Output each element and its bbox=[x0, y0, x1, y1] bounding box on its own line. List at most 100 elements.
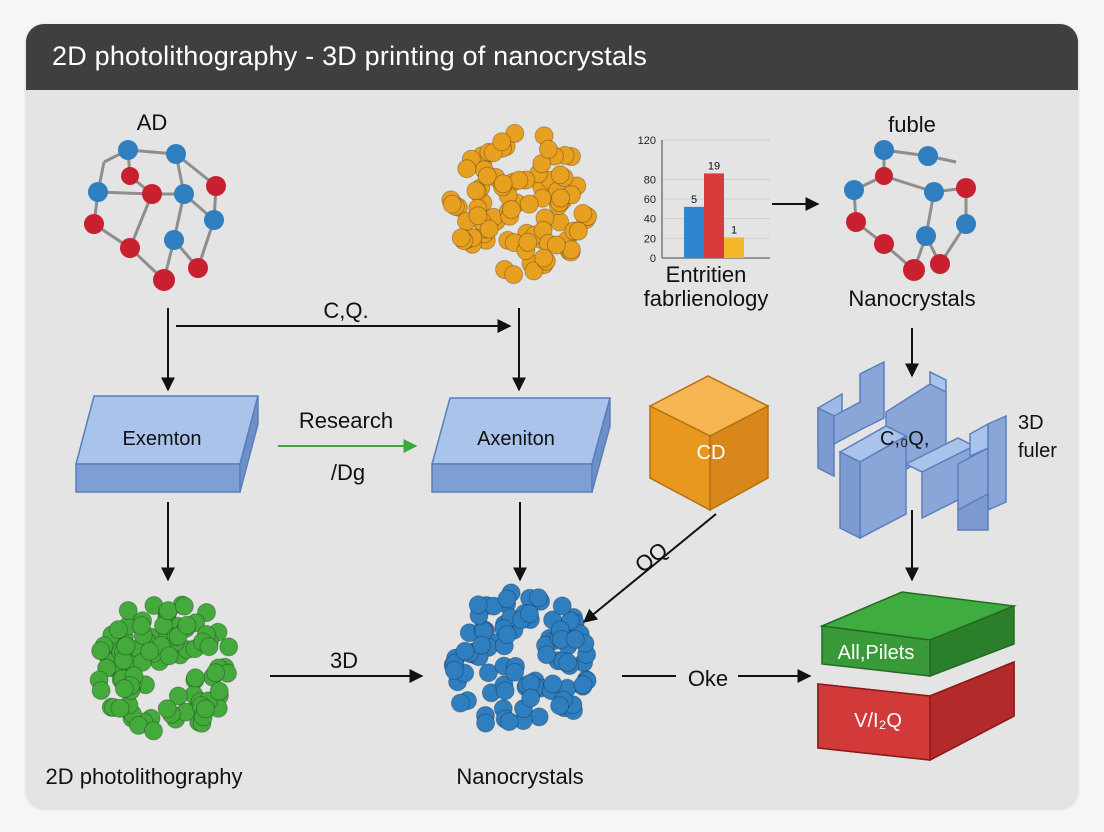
nanoparticle bbox=[492, 132, 512, 152]
chart-tick-label: 40 bbox=[644, 214, 656, 226]
title-bar: 2D photolithography - 3D printing of nan… bbox=[26, 24, 1078, 90]
nanoparticle bbox=[131, 616, 151, 636]
nanoparticle bbox=[114, 679, 134, 699]
nanoparticle bbox=[493, 174, 513, 194]
nanoparticle bbox=[537, 645, 557, 665]
nanoparticle bbox=[501, 200, 521, 219]
chart-bar bbox=[724, 237, 744, 258]
label-nanocrystals-bottom: Nanocrystals bbox=[456, 764, 584, 789]
label-research: Research bbox=[298, 408, 394, 433]
label-ad: AD bbox=[136, 110, 168, 135]
chart-tick-label: 0 bbox=[650, 253, 656, 265]
nanoparticle bbox=[144, 721, 163, 741]
nanoparticle bbox=[538, 139, 558, 159]
block-all-pilets bbox=[819, 591, 1017, 678]
label-oke: Oke bbox=[687, 666, 729, 691]
nanoparticle bbox=[91, 641, 111, 661]
chart-data-label: 19 bbox=[708, 160, 720, 172]
chart-data-label: 5 bbox=[691, 194, 697, 206]
nanoparticle bbox=[174, 596, 194, 616]
nanoparticle bbox=[185, 668, 205, 688]
nanoparticle bbox=[157, 699, 177, 719]
nanoparticle-cluster-green bbox=[89, 595, 239, 741]
nanoparticle bbox=[568, 221, 588, 241]
nanoparticle bbox=[442, 194, 462, 214]
nanoparticle bbox=[476, 713, 496, 733]
nanoparticle bbox=[558, 653, 578, 672]
nanoparticle bbox=[534, 248, 554, 268]
nanoparticle bbox=[509, 170, 529, 190]
chart-bar bbox=[684, 206, 704, 258]
nanoparticle bbox=[472, 635, 491, 655]
nanoparticle bbox=[195, 699, 215, 719]
structure-3d-fuler bbox=[817, 360, 1007, 540]
nanoparticle bbox=[521, 688, 541, 708]
nanoparticle bbox=[477, 166, 497, 186]
nanoparticle bbox=[551, 188, 571, 208]
nanoparticle bbox=[573, 675, 593, 695]
arrows bbox=[161, 197, 919, 683]
nanoparticle bbox=[219, 637, 239, 657]
cube-cd bbox=[648, 375, 770, 512]
diagram-canvas: 0 20 40 60 80 120 5 19 1 bbox=[75, 123, 1017, 762]
nanoparticle bbox=[552, 596, 572, 616]
label-fabrlienology: fabrlienology bbox=[643, 286, 769, 311]
nanoparticle bbox=[543, 674, 563, 694]
nanoparticle bbox=[457, 159, 477, 179]
nanoparticle bbox=[116, 636, 136, 656]
nanoparticle bbox=[451, 228, 471, 248]
nanoparticle bbox=[91, 681, 111, 700]
nanoparticle bbox=[118, 601, 138, 620]
chart-tick-label: 60 bbox=[644, 194, 656, 206]
box-exemton bbox=[75, 395, 259, 493]
nanoparticle bbox=[450, 693, 470, 713]
nanoparticle bbox=[209, 681, 229, 701]
chart-tick-label: 120 bbox=[638, 135, 656, 147]
arrow-cube-to-blue bbox=[582, 513, 717, 623]
mini-bar-chart: 0 20 40 60 80 120 5 19 1 bbox=[638, 135, 770, 265]
nanoparticle bbox=[520, 604, 539, 624]
box-axeniton bbox=[431, 397, 611, 493]
nanoparticle bbox=[199, 637, 219, 657]
nanoparticle bbox=[505, 123, 525, 143]
label-cd: CD bbox=[696, 442, 726, 464]
chart-tick-label: 80 bbox=[644, 174, 656, 186]
nanoparticle bbox=[524, 261, 544, 281]
nanoparticle bbox=[158, 601, 178, 621]
nanoparticle bbox=[468, 595, 488, 615]
label-vi2q: V/I₂Q bbox=[854, 710, 902, 732]
nanoparticle bbox=[528, 588, 548, 608]
nanoparticle bbox=[455, 641, 475, 661]
nanoparticle bbox=[159, 646, 179, 666]
nanoparticle bbox=[479, 219, 499, 239]
nanoparticle bbox=[466, 181, 486, 201]
nanoparticle bbox=[468, 206, 488, 226]
nanoparticle bbox=[573, 204, 593, 223]
nanoparticle bbox=[518, 232, 538, 252]
chart-tick-label: 20 bbox=[644, 233, 656, 245]
nanoparticle bbox=[495, 681, 515, 701]
label-cq: C,Q. bbox=[323, 298, 369, 323]
nanoparticle bbox=[444, 660, 464, 680]
nanoparticle-cluster-orange bbox=[441, 123, 598, 285]
nanoparticle bbox=[497, 625, 517, 645]
chart-bar bbox=[704, 173, 724, 258]
molecule-fuble bbox=[844, 140, 976, 281]
chart-data-label: 1 bbox=[731, 224, 737, 236]
label-nanocrystals-right: Nanocrystals bbox=[848, 286, 976, 311]
nanoparticle bbox=[168, 686, 188, 706]
nanoparticle bbox=[550, 165, 570, 185]
nanoparticle bbox=[177, 615, 197, 635]
nanoparticle bbox=[505, 662, 525, 682]
label-3d: 3D bbox=[329, 648, 359, 673]
label-all-pilets: All,Pilets bbox=[837, 642, 915, 664]
label-exemton: Exemton bbox=[122, 428, 202, 450]
nanoparticle bbox=[206, 663, 226, 683]
label-axeniton: Axeniton bbox=[477, 428, 555, 450]
label-c20q2: C,₀Q, bbox=[880, 428, 930, 450]
nanoparticle-cluster-blue bbox=[443, 583, 597, 733]
label-photolithography: 2D photolithography bbox=[45, 764, 243, 789]
block-vi2q bbox=[817, 660, 1015, 762]
diagram-card: 2D photolithography - 3D printing of nan… bbox=[26, 24, 1078, 808]
nanoparticle bbox=[504, 265, 524, 285]
